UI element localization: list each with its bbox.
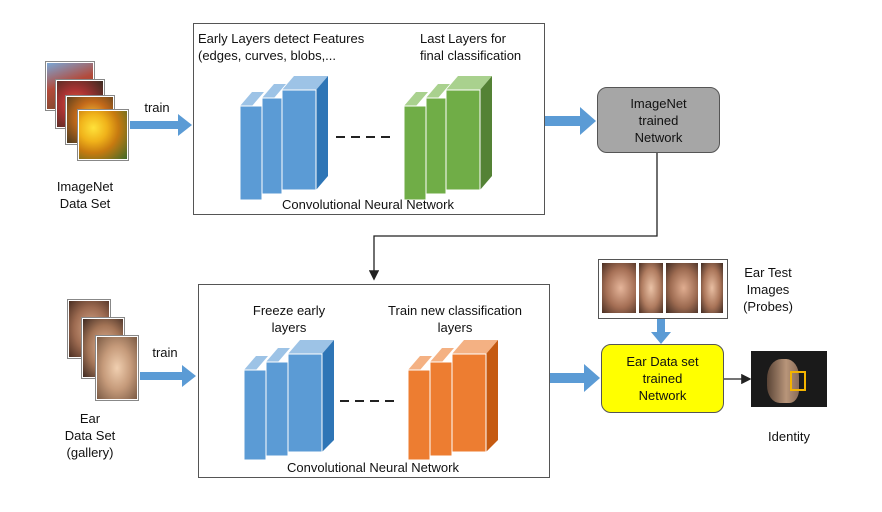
bottom-cnn-label: Convolutional Neural Network	[287, 460, 459, 475]
early-layers-line1: Early Layers detect Features	[198, 31, 365, 46]
train-new-line1: Train new classification	[388, 303, 522, 318]
probe-image-2	[639, 263, 663, 313]
imagenet-photo-4	[78, 110, 128, 160]
identity-image	[751, 351, 827, 407]
ear-dataset-line3: (gallery)	[66, 445, 114, 460]
ear-net-line3: Network	[638, 388, 687, 403]
last-layers-caption: Last Layers for final classification	[420, 30, 542, 64]
imagenet-net-line3: Network	[634, 129, 683, 145]
bottom-output-arrow	[548, 364, 600, 392]
probes-line1: Ear Test	[744, 265, 792, 280]
probes-caption: Ear Test Images (Probes)	[730, 264, 806, 315]
ear-dataset-label: Ear Data Set (gallery)	[50, 410, 130, 461]
transfer-connector	[368, 150, 658, 281]
probes-line3: (Probes)	[743, 299, 793, 314]
last-layers-line2: final classification	[420, 48, 522, 63]
imagenet-dataset-line1: ImageNet	[56, 179, 114, 194]
bottom-train-label: train	[152, 345, 178, 360]
train-new-line2: layers	[437, 320, 473, 335]
imagenet-dataset-label: ImageNet Data Set	[40, 178, 130, 212]
probes-line2: Images	[746, 282, 790, 297]
probe-images-strip	[598, 259, 728, 319]
early-layers-line2: (edges, curves, blobs,...	[198, 48, 337, 63]
imagenet-net-line2: trained	[638, 112, 679, 128]
ear-net-line2: trained	[642, 371, 683, 386]
top-cnn-label: Convolutional Neural Network	[282, 197, 454, 212]
ear-dataset-line2: Data Set	[64, 428, 116, 443]
imagenet-trained-network-box: ImageNet trained Network	[597, 87, 720, 153]
probe-image-1	[602, 263, 636, 313]
train-new-layers-caption: Train new classification layers	[376, 302, 534, 336]
probe-image-3	[666, 263, 698, 313]
imagenet-dataset-line2: Data Set	[59, 196, 111, 211]
last-layers-line1: Last Layers for	[420, 31, 506, 46]
early-layers-caption: Early Layers detect Features (edges, cur…	[198, 30, 382, 64]
ear-dataset-line1: Ear	[79, 411, 101, 426]
imagenet-net-line1: ImageNet	[630, 95, 687, 111]
probe-image-4	[701, 263, 723, 313]
freeze-layers-caption: Freeze early layers	[236, 302, 342, 336]
identity-ear-box	[790, 371, 806, 391]
freeze-line1: Freeze early	[252, 303, 326, 318]
top-train-label: train	[144, 100, 170, 115]
freeze-line2: layers	[271, 320, 307, 335]
ear-net-line1: Ear Data set	[626, 354, 699, 369]
ear-gallery-photo-3	[96, 336, 138, 400]
top-train-arrow	[130, 114, 192, 136]
bottom-train-arrow	[140, 365, 196, 387]
identity-label: Identity	[768, 429, 810, 444]
top-output-arrow	[544, 107, 596, 135]
identity-face	[767, 359, 799, 403]
ear-trained-network-box: Ear Data set trained Network	[601, 344, 724, 413]
probes-down-arrow	[651, 318, 671, 344]
